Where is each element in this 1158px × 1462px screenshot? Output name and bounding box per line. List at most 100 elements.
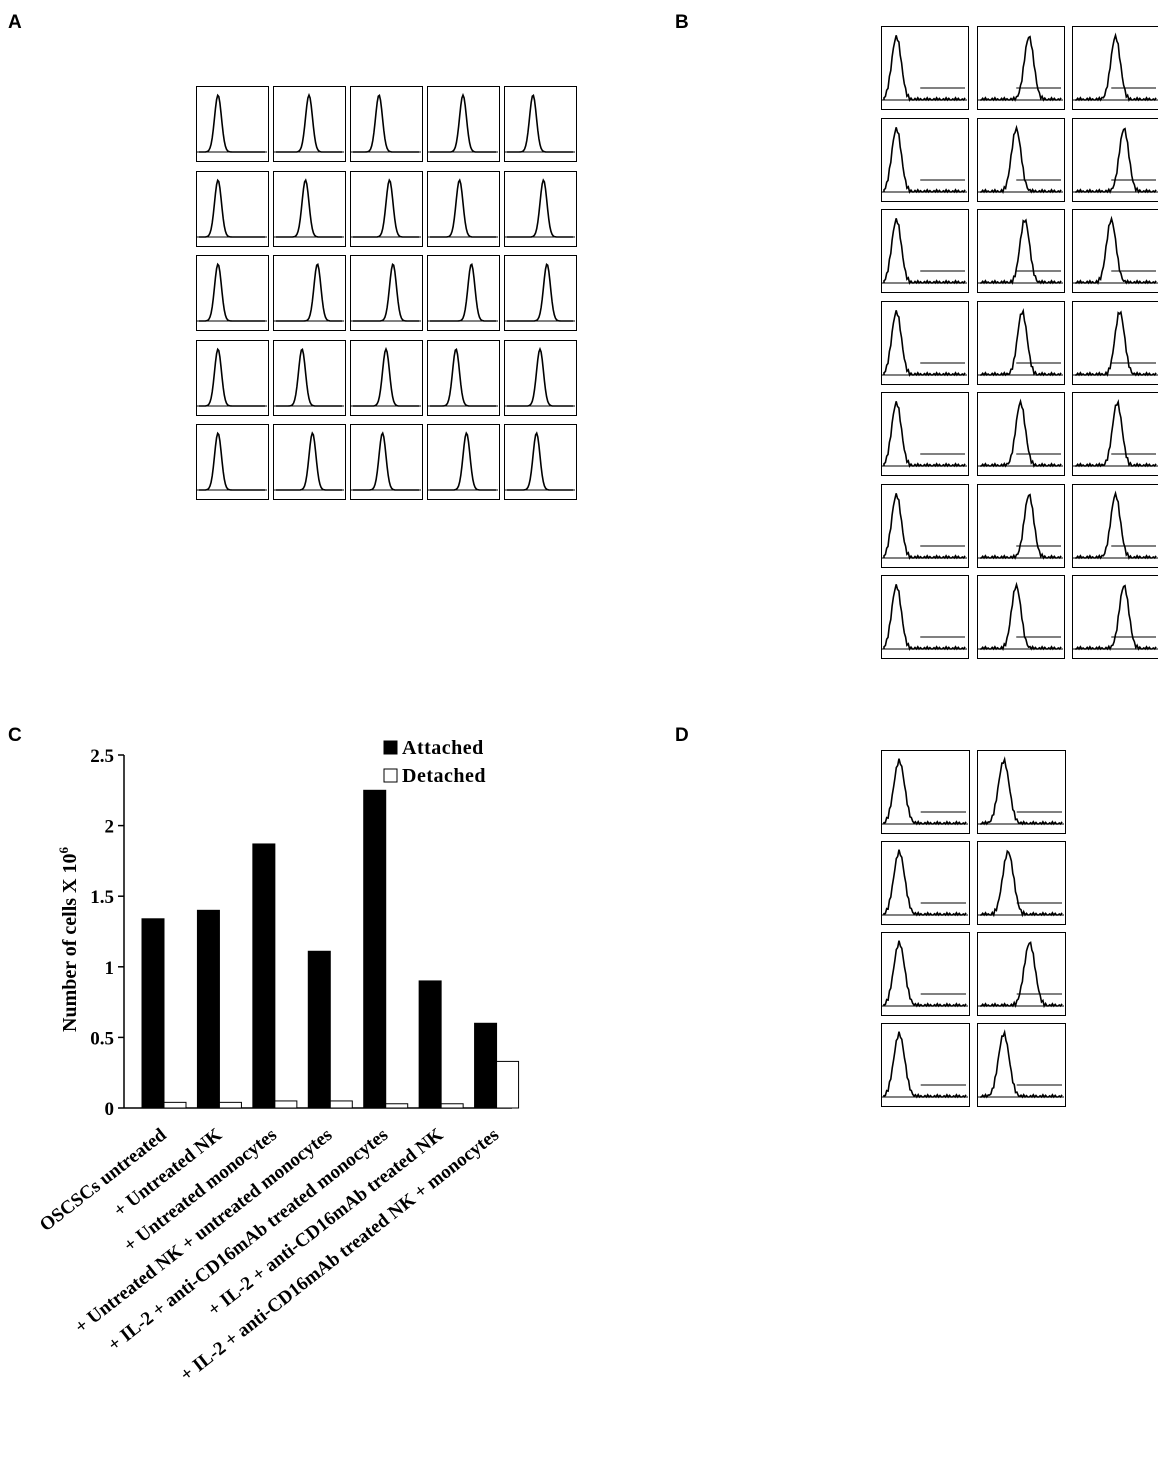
histogram-plot: [428, 177, 498, 238]
a-histogram-cell: [196, 255, 269, 331]
y-axis-title: Number of cells X 106: [56, 847, 81, 1033]
histogram-plot: [197, 262, 267, 322]
a-histogram-cell: [427, 170, 500, 247]
histogram-plot: [197, 347, 267, 407]
histogram-plot: [882, 849, 968, 917]
histogram-plot: [977, 756, 1064, 826]
histogram-plot: [882, 401, 967, 468]
histogram-plot: [1073, 489, 1158, 560]
histogram-plot: [351, 94, 421, 153]
b-histogram-cell: [976, 209, 1065, 293]
histogram-plot: [882, 758, 968, 826]
histogram-plot: [428, 263, 498, 322]
a-histogram-cell: [350, 424, 423, 500]
a-histogram-cell: [504, 170, 577, 247]
a-histogram-cell: [504, 424, 577, 500]
b-histogram-cell: [881, 209, 969, 293]
bar-detached: [274, 1100, 298, 1109]
panel-d-letter: D: [675, 725, 689, 746]
a-histogram-cell: [273, 170, 346, 247]
bar-detached: [218, 1101, 242, 1109]
b-histogram-cell: [976, 300, 1065, 385]
histogram-plot: [977, 307, 1063, 376]
a-histogram-cell: [350, 339, 423, 416]
panel-b-letter: B: [675, 12, 689, 33]
d-histogram-cell: [881, 932, 970, 1016]
bar-detached: [496, 1060, 520, 1109]
histogram-plot: [274, 431, 344, 491]
histogram-plot: [505, 431, 575, 491]
histogram-plot: [505, 177, 575, 238]
histogram-plot: [977, 398, 1063, 468]
histogram-plot: [977, 35, 1063, 102]
histogram-plot: [977, 941, 1064, 1009]
histogram-plot: [882, 218, 967, 285]
bar-attached: [196, 909, 220, 1109]
histogram-plot: [977, 124, 1063, 194]
panel-c-letter: C: [8, 725, 22, 746]
histogram-plot: [428, 431, 498, 491]
histogram-plot: [1073, 126, 1158, 194]
legend-label: Detached: [402, 765, 486, 787]
histogram-plot: [882, 940, 968, 1008]
bar-attached: [252, 843, 276, 1109]
b-histogram-cell: [1072, 575, 1158, 659]
a-histogram-cell: [427, 424, 500, 500]
histogram-plot: [1073, 32, 1158, 102]
histogram-plot: [882, 309, 967, 377]
b-histogram-cell: [976, 26, 1065, 110]
b-histogram-cell: [881, 575, 969, 659]
histogram-plot: [1073, 215, 1158, 286]
a-histogram-cell: [504, 255, 577, 331]
a-histogram-cell: [273, 339, 346, 416]
a-histogram-cell: [273, 86, 346, 162]
histogram-plot: [351, 431, 421, 491]
y-axis-title-superscript: 6: [56, 847, 71, 854]
b-histogram-cell: [1072, 209, 1158, 293]
b-histogram-cell: [1072, 117, 1158, 202]
a-histogram-cell: [273, 424, 346, 500]
b-histogram-cell: [881, 483, 969, 568]
histogram-plot: [351, 263, 421, 322]
d-histogram-cell: [976, 932, 1066, 1016]
histogram-plot: [882, 584, 967, 651]
histogram-plot: [1073, 584, 1158, 651]
b-histogram-cell: [1072, 26, 1158, 110]
histogram-plot: [505, 94, 575, 153]
histogram-plot: [274, 263, 344, 322]
a-histogram-cell: [196, 86, 269, 162]
histogram-plot: [1073, 399, 1158, 468]
legend-swatch: [383, 768, 398, 783]
a-histogram-cell: [350, 255, 423, 331]
histogram-plot: [882, 126, 967, 194]
bar-attached: [307, 950, 331, 1109]
a-histogram-cell: [427, 255, 500, 331]
b-histogram-cell: [976, 392, 1065, 476]
histogram-plot: [977, 581, 1063, 652]
bar-detached: [385, 1103, 409, 1109]
b-histogram-cell: [881, 300, 969, 385]
histogram-plot: [197, 93, 267, 153]
histogram-plot: [1073, 309, 1158, 377]
histogram-plot: [505, 346, 575, 407]
b-histogram-cell: [1072, 300, 1158, 385]
a-histogram-cell: [196, 339, 269, 416]
legend-label: Attached: [402, 737, 484, 759]
a-histogram-cell: [196, 424, 269, 500]
b-histogram-cell: [976, 575, 1065, 659]
b-histogram-cell: [881, 26, 969, 110]
histogram-plot: [882, 1031, 968, 1099]
a-histogram-cell: [427, 339, 500, 416]
d-histogram-cell: [881, 841, 970, 925]
legend-swatch: [383, 740, 398, 755]
panel-a-letter: A: [8, 12, 22, 33]
a-histogram-cell: [504, 339, 577, 416]
histogram-plot: [274, 92, 344, 153]
histogram-plot: [197, 178, 267, 238]
a-histogram-cell: [504, 86, 577, 162]
histogram-plot: [274, 177, 344, 238]
b-histogram-cell: [1072, 483, 1158, 568]
d-histogram-cell: [881, 750, 970, 834]
histogram-plot: [977, 492, 1063, 560]
